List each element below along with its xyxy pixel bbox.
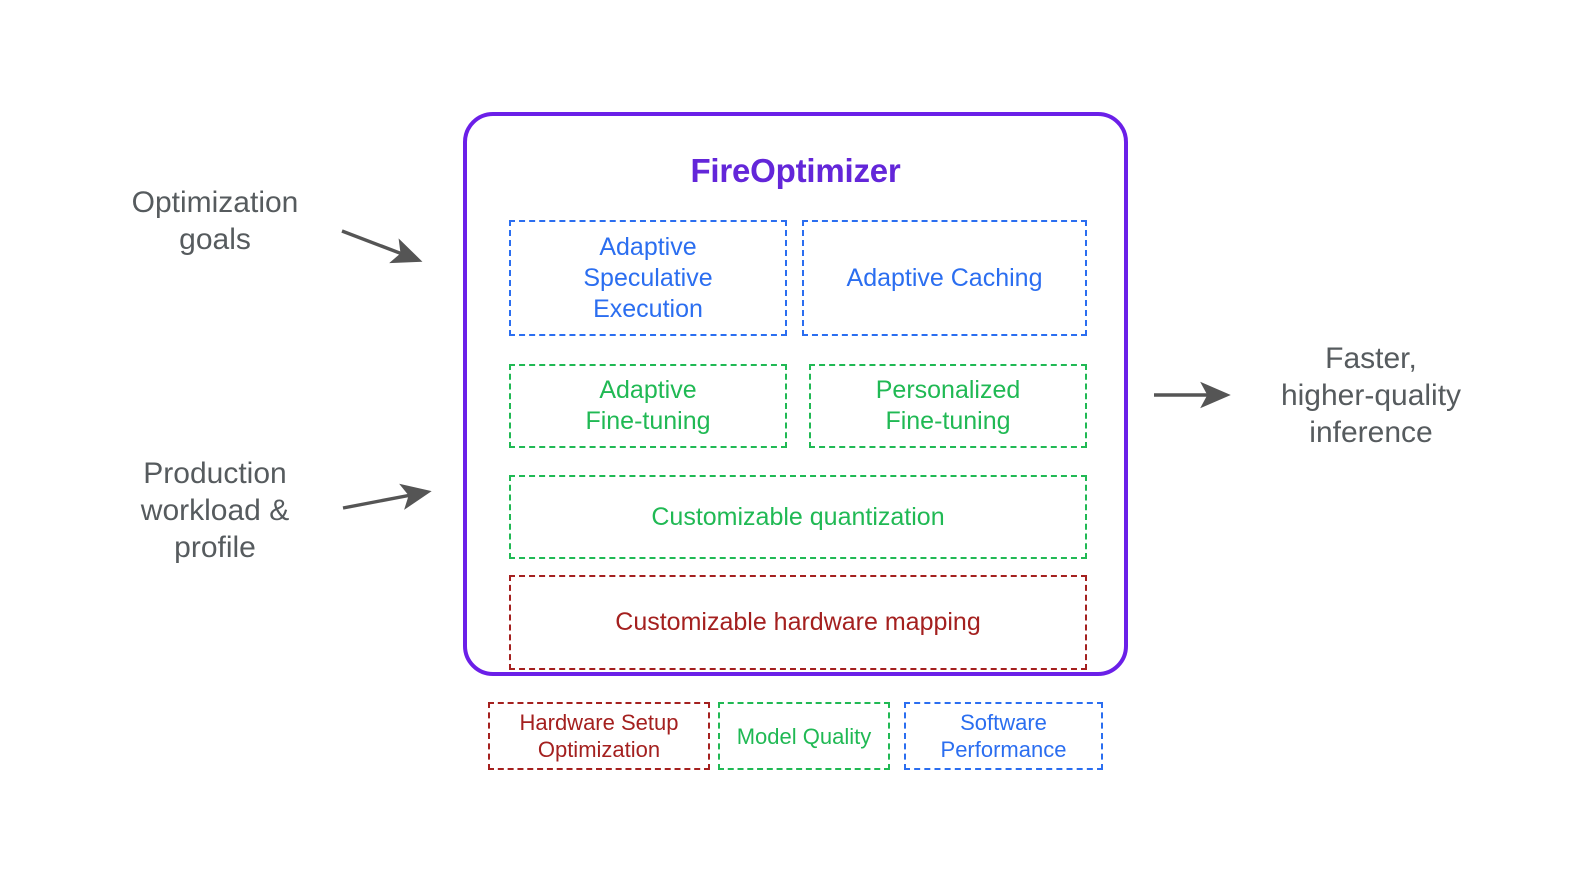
page-title: FireOptimizer <box>690 152 901 189</box>
feature-box-adaptive-fine-tuning[interactable]: Adaptive Fine-tuning <box>509 364 787 448</box>
feature-box-adaptive-caching[interactable]: Adaptive Caching <box>802 220 1087 336</box>
feature-box-personalized-fine-tuning[interactable]: Personalized Fine-tuning <box>809 364 1087 448</box>
label-outcome-inference: Faster, higher-quality inference <box>1280 342 1462 449</box>
feature-box-customizable-hardware-mapping[interactable]: Customizable hardware mapping <box>509 575 1087 670</box>
fireoptimizer-panel: FireOptimizer Adaptive Speculative Execu… <box>463 112 1128 676</box>
legend-item-software-performance[interactable]: Software Performance <box>904 702 1103 770</box>
arrow-panel-to-outcome-icon <box>1154 381 1231 409</box>
legend-item-hardware-setup-optimization[interactable]: Hardware Setup Optimization <box>488 702 710 770</box>
label-optimization-goals: Optimization goals <box>131 186 299 256</box>
label-production-workload: Production workload & profile <box>140 457 290 564</box>
legend-item-model-quality[interactable]: Model Quality <box>718 702 890 770</box>
feature-box-customizable-quantization[interactable]: Customizable quantization <box>509 475 1087 559</box>
arrow-workload-to-panel-icon <box>342 483 432 510</box>
arrow-goals-to-panel-icon <box>341 229 423 264</box>
feature-box-adaptive-speculative-execution[interactable]: Adaptive Speculative Execution <box>509 220 787 336</box>
